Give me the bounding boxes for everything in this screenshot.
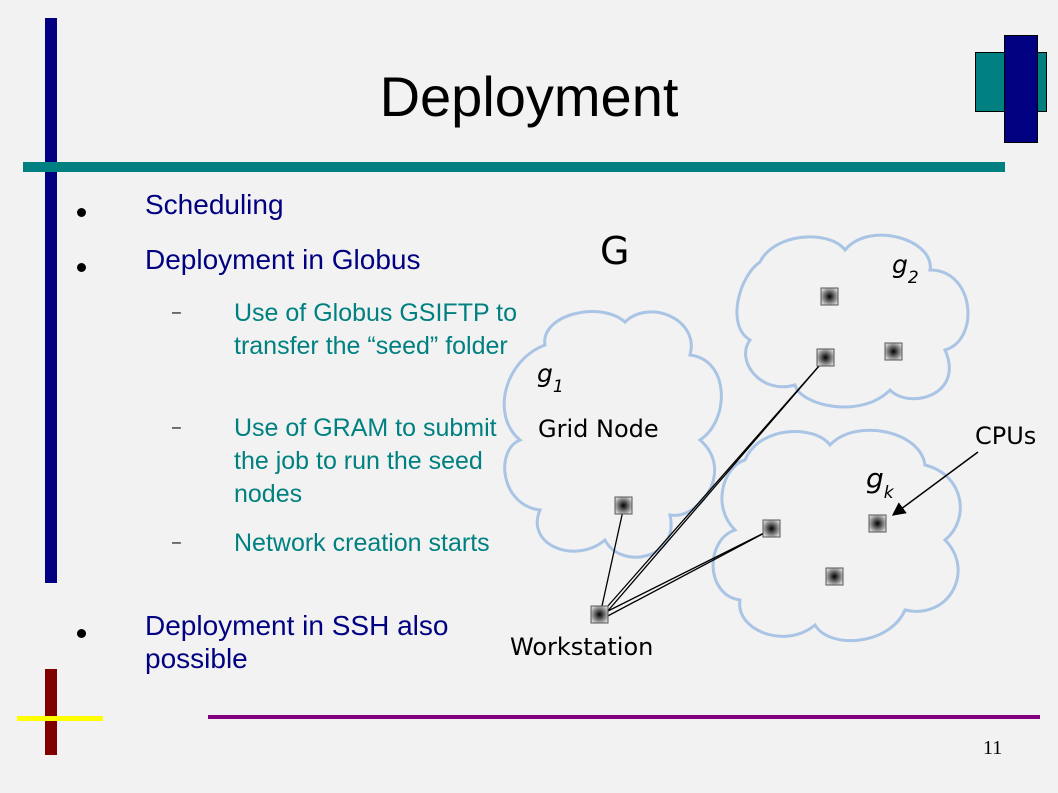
link-gk-b xyxy=(605,357,827,614)
corner-navy-bar xyxy=(1004,35,1038,143)
cpu-node xyxy=(868,514,887,533)
cloud-g2 xyxy=(735,233,970,409)
sub-bullet-network: Network creation starts xyxy=(234,529,490,557)
workstation-label: Workstation xyxy=(510,633,653,661)
bottom-yellow-bar xyxy=(17,716,103,721)
bottom-purple-line xyxy=(208,715,1040,719)
bullet-deployment-globus: Deployment in Globus xyxy=(145,244,421,275)
link-gk-a xyxy=(599,528,773,616)
bullet-dot xyxy=(77,263,86,272)
sub-bullet-dash: – xyxy=(172,534,181,551)
cpu-node xyxy=(614,496,633,515)
cloud-g1 xyxy=(502,310,723,559)
graph-label-g: G xyxy=(600,229,629,273)
cpu-node xyxy=(884,342,903,361)
teal-horizontal-bar xyxy=(23,162,1005,172)
page-number: 11 xyxy=(983,737,1003,759)
sub-bullet-dash: – xyxy=(172,304,181,321)
cpu-node xyxy=(825,567,844,586)
bullet-deployment-ssh: Deployment in SSH also possible xyxy=(145,610,449,674)
cpus-label: CPUs xyxy=(975,422,1036,450)
slide-title: Deployment xyxy=(379,65,679,128)
cloud-gk xyxy=(711,428,962,643)
bullet-scheduling: Scheduling xyxy=(145,189,284,220)
cpu-node xyxy=(816,348,835,367)
sub-bullet-gsiftp: Use of Globus GSIFTP to transfer the “se… xyxy=(234,299,517,360)
cpu-node xyxy=(820,287,839,306)
cpus-arrow xyxy=(891,451,979,516)
bullet-dot xyxy=(77,208,86,217)
link-gk-c xyxy=(603,528,773,619)
workstation-node xyxy=(590,605,609,624)
bottom-red-bar xyxy=(45,669,57,755)
sub-bullet-gram: Use of GRAM to submit the job to run the… xyxy=(234,414,497,508)
left-vertical-bar xyxy=(45,18,57,583)
link-g1 xyxy=(599,505,625,616)
grid-node-label: Grid Node xyxy=(538,415,659,443)
sub-bullet-dash: – xyxy=(172,419,181,436)
bullet-dot xyxy=(77,629,86,638)
cpu-node xyxy=(762,519,781,538)
